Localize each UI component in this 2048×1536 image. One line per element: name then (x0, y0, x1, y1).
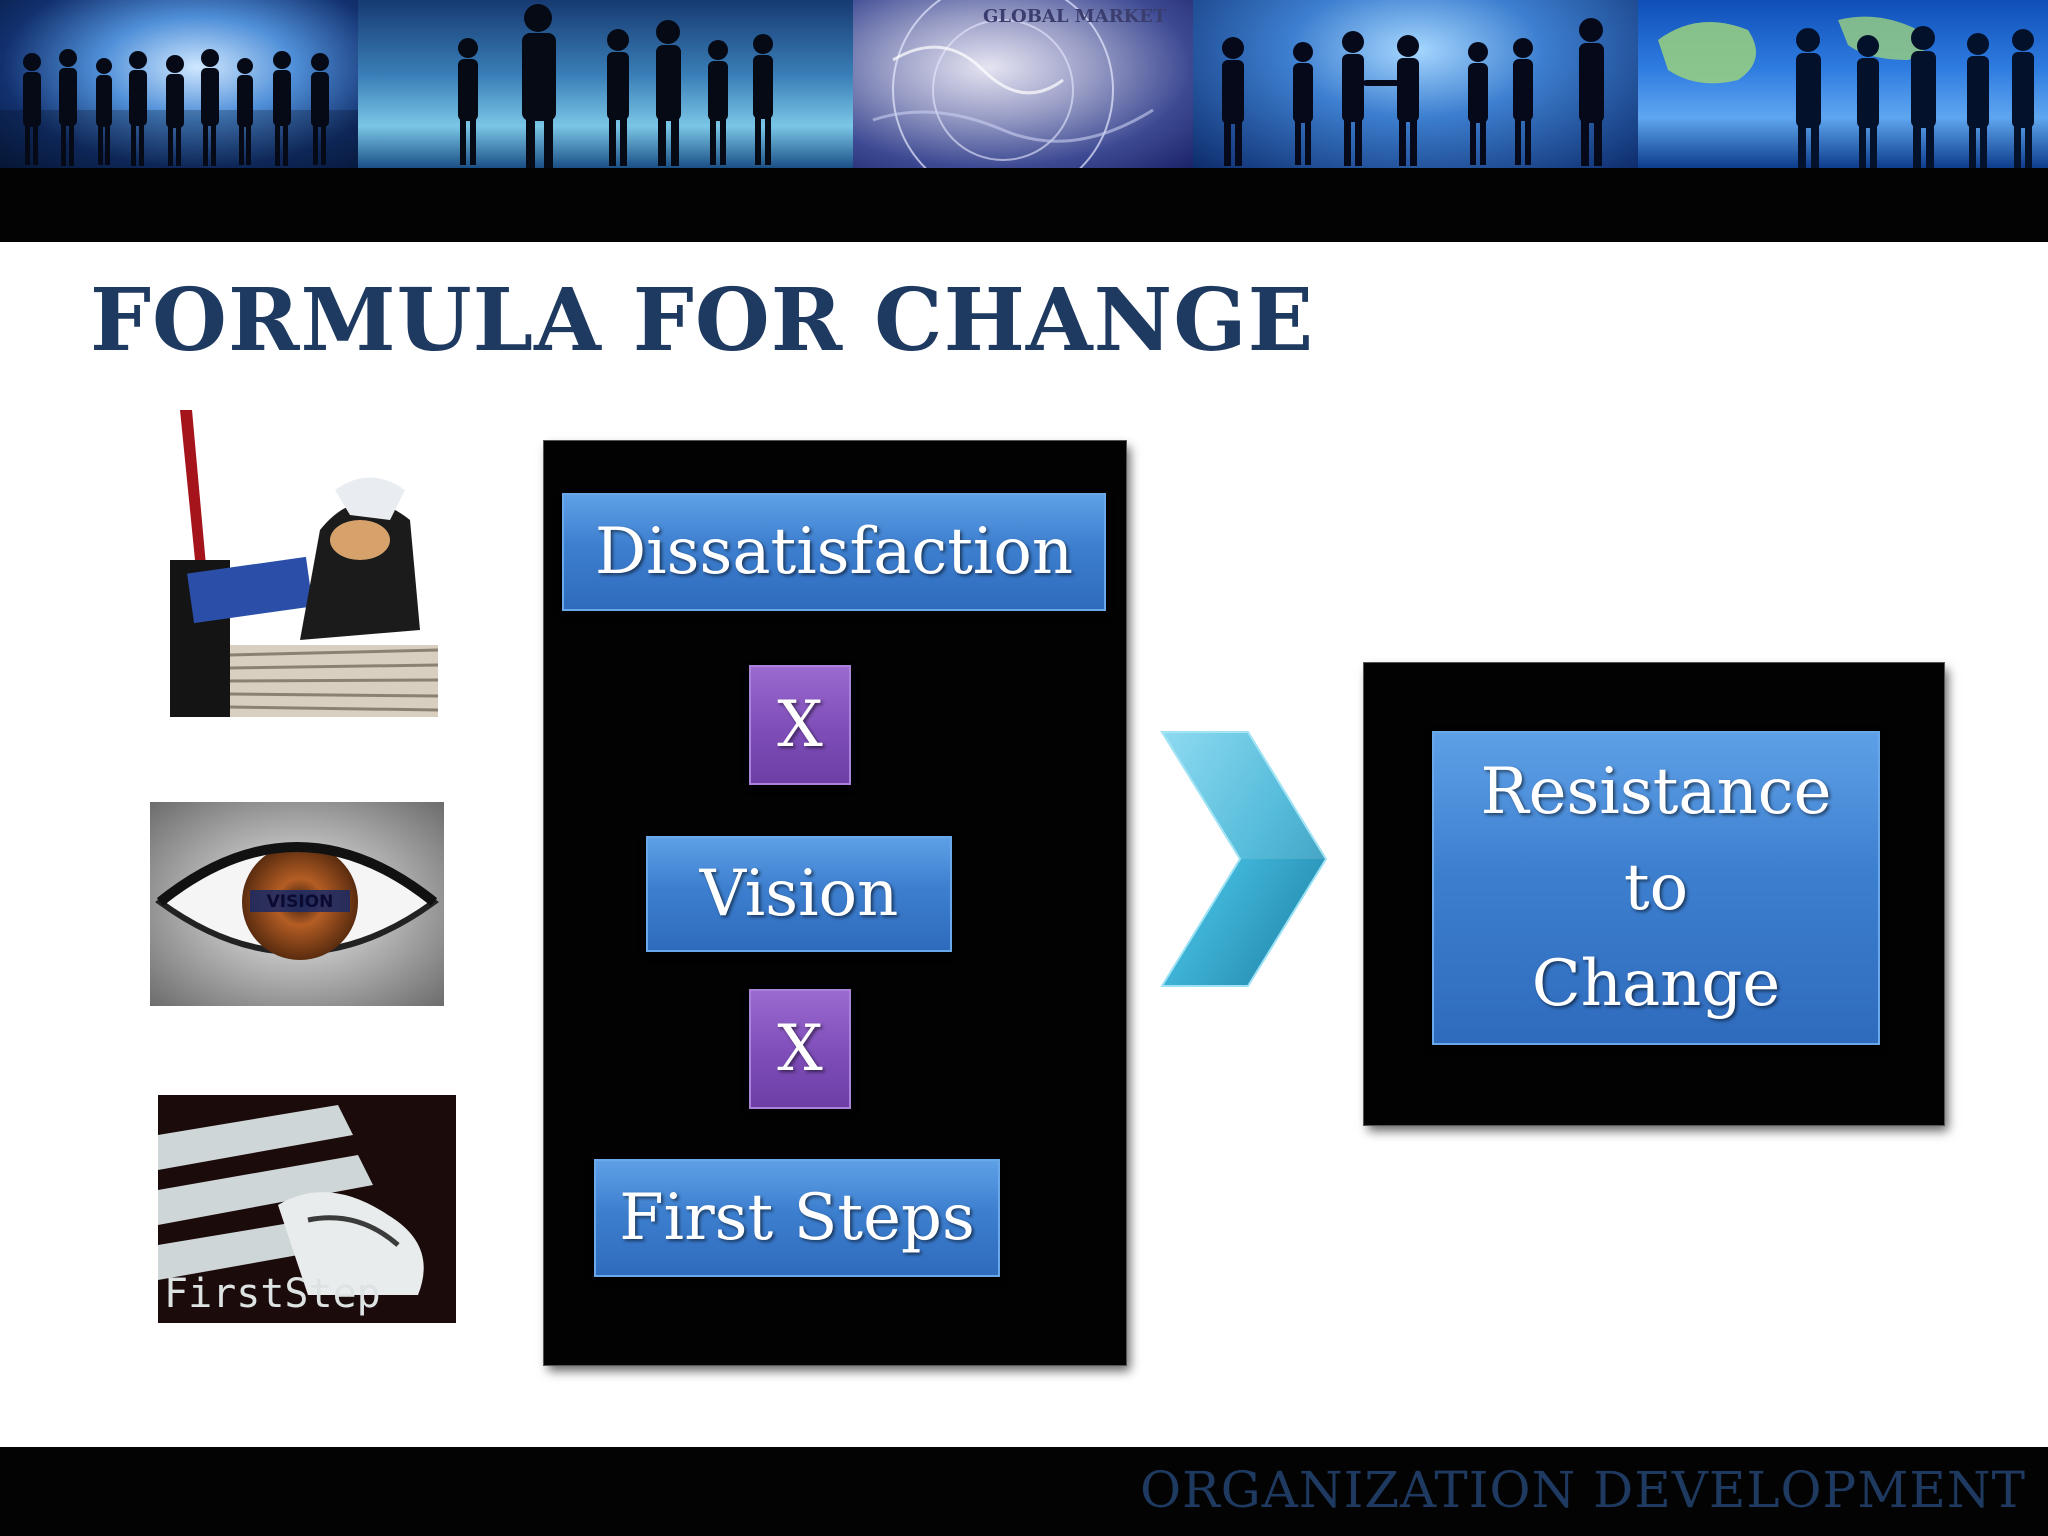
slide-title: FORMULA FOR CHANGE (90, 270, 1315, 371)
multiply-operator-2: X (749, 989, 851, 1109)
header-banner: GLOBAL MARKET (0, 0, 2048, 168)
formula-panel: Dissatisfaction X Vision X First Steps (544, 441, 1126, 1365)
vision-box: Vision (646, 836, 952, 952)
footer-title: ORGANIZATION DEVELOPMENT (1140, 1461, 2026, 1519)
header-black-band (0, 168, 2048, 242)
vision-eye-label: VISION (267, 892, 334, 912)
stressed-office-worker-image (170, 410, 438, 717)
banner-people-silhouettes-image (0, 0, 358, 168)
banner-business-walkers-image (358, 0, 853, 168)
first-steps-box: First Steps (594, 1159, 1000, 1277)
banner-world-team-image (1638, 0, 2048, 168)
multiply-operator-1: X (749, 665, 851, 785)
banner-globe-image: GLOBAL MARKET (853, 0, 1193, 168)
first-step-shoe-image: FirstStep (158, 1095, 456, 1323)
footer-bar: ORGANIZATION DEVELOPMENT (0, 1447, 2048, 1536)
dissatisfaction-box: Dissatisfaction (562, 493, 1106, 611)
resistance-line-2: to (1623, 851, 1689, 925)
resistance-line-1: Resistance (1480, 755, 1832, 829)
resistance-line-3: Change (1531, 947, 1781, 1021)
banner-globe-text: GLOBAL MARKET (983, 6, 1167, 27)
vision-eye-image: VISION (150, 802, 444, 1006)
chevron-arrow-icon (1160, 731, 1328, 987)
resistance-to-change-box: Resistance to Change (1432, 731, 1880, 1045)
banner-handshake-image (1193, 0, 1638, 168)
result-panel: Resistance to Change (1364, 663, 1944, 1125)
first-step-label: FirstStep (164, 1271, 381, 1317)
